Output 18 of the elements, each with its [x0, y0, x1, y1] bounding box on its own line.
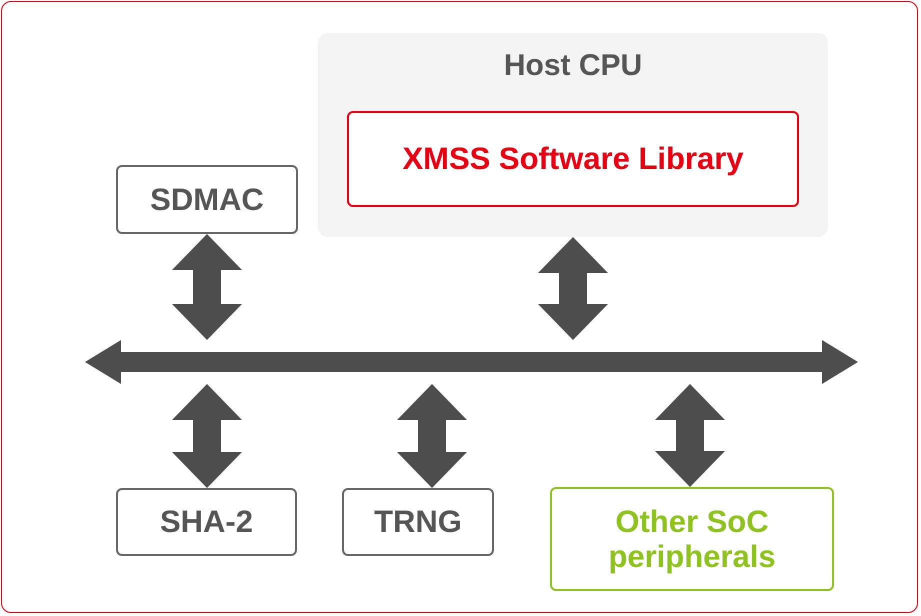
module-box	[342, 488, 494, 556]
double-arrow	[172, 384, 242, 488]
box-label: SHA-2	[160, 504, 253, 540]
box-label: Other SoC peripherals	[607, 504, 777, 574]
box-label: XMSS Software Library	[402, 141, 744, 176]
box-label: TRNG	[374, 504, 462, 540]
software-box	[347, 111, 799, 207]
module-box	[116, 488, 297, 556]
box-label: SDMAC	[150, 182, 264, 217]
double-arrow	[172, 234, 242, 340]
peripheral-box	[550, 487, 834, 591]
bus-arrow	[85, 340, 858, 384]
host-panel	[318, 33, 828, 237]
module-box	[116, 165, 298, 234]
double-arrow	[397, 384, 467, 488]
panel-heading: Host CPU	[504, 49, 642, 83]
double-arrow	[538, 237, 608, 340]
double-arrow	[655, 384, 725, 487]
